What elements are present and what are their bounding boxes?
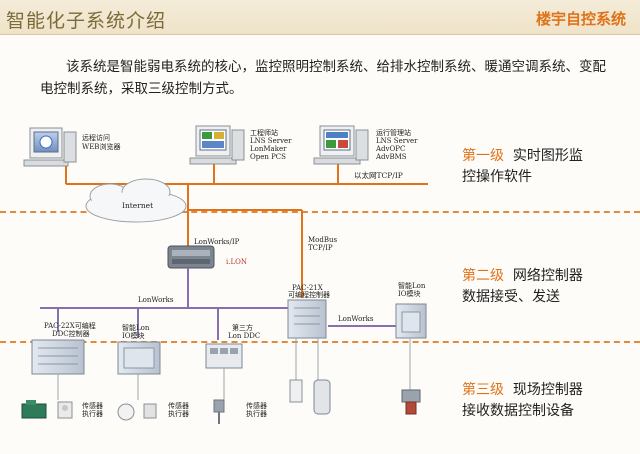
modbus-line1: ModBus xyxy=(308,236,338,244)
third-party-line1: 第三方 xyxy=(232,323,253,332)
sensor-group1-line1: 传感器 xyxy=(82,401,103,410)
level-3-label: 第三级 xyxy=(462,382,504,398)
intro-paragraph: 该系统是智能弱电系统的核心，监控照明控制系统、给排水控制系统、暖通空调系统、变配… xyxy=(40,56,610,100)
page-title: 智能化子系统介绍 xyxy=(6,10,167,32)
smart-io-right-icon xyxy=(395,303,427,339)
valve-actuator-icon xyxy=(213,399,225,424)
ws3-line1: 运行管理站 xyxy=(376,128,411,137)
workstation-remote-web xyxy=(23,127,77,167)
level-1-desc1: 实时图形监 xyxy=(512,148,583,164)
internet-cloud-icon xyxy=(85,178,187,223)
level-2-text: 第二级 网络控制器 数据接受、发送 xyxy=(462,266,583,308)
header-bar: 智能化子系统介绍 楼宇自控系统 xyxy=(0,0,640,35)
sensor-group3-line1: 传感器 xyxy=(246,401,267,410)
temperature-sensor-icon xyxy=(289,379,303,403)
pac21x-line1: PAC-21X xyxy=(292,284,323,292)
level-2-desc1: 网络控制器 xyxy=(512,268,583,284)
sensor-group2-line2: 执行器 xyxy=(168,409,189,418)
generator-icon xyxy=(21,400,47,419)
level-1-text: 第一级 实时图形监 控操作软件 xyxy=(462,146,583,188)
ws2-line3: LonMaker xyxy=(250,145,287,153)
pac22x-line1: PAC-22X可编程 xyxy=(44,321,96,330)
workstation-operator xyxy=(313,125,369,165)
pac21x-controller-icon xyxy=(287,299,327,339)
detector-icon xyxy=(117,403,157,421)
lonworks-bus2-label: LonWorks xyxy=(338,315,374,323)
sensor-group2-line1: 传感器 xyxy=(168,401,189,410)
ws3-line2: LNS Server xyxy=(376,137,418,145)
smart-io-right-line1: 智能Lon xyxy=(398,281,426,290)
third-party-line2: Lon DDC xyxy=(228,332,260,340)
level-2-desc2: 数据接受、发送 xyxy=(462,289,560,305)
ws3-line3: AdvOPC xyxy=(375,145,405,153)
ws2-line2: LNS Server xyxy=(250,137,292,145)
lonworks-bus-label: LonWorks xyxy=(138,296,174,304)
ethernet-label: 以太网TCP/IP xyxy=(354,170,403,180)
level-1-label: 第一级 xyxy=(462,148,504,164)
sensor-group3-line2: 执行器 xyxy=(246,409,267,418)
level-3-desc1: 现场控制器 xyxy=(512,382,583,398)
water-heater-icon xyxy=(313,379,331,415)
pac21x-line2: 可编程控制器 xyxy=(288,290,330,299)
internet-label: Internet xyxy=(122,201,153,210)
modbus-line2: TCP/IP xyxy=(308,244,333,252)
smart-io-left-line2: IO模块 xyxy=(122,331,145,340)
intro-text: 该系统是智能弱电系统的核心，监控照明控制系统、给排水控制系统、暖通空调系统、变配… xyxy=(40,59,606,97)
third-party-ddc-icon xyxy=(205,343,243,369)
system-diagram: 远程访问 WEB浏览器 工程师站 LNS Server LonMaker Ope… xyxy=(21,125,428,424)
network-links-level1 xyxy=(65,164,428,298)
workstation-engineer xyxy=(189,125,245,165)
level-divider-2 xyxy=(0,341,640,343)
pac22x-controller-icon xyxy=(31,339,85,375)
sensor-group1-line2: 执行器 xyxy=(82,409,103,418)
smart-io-left-icon xyxy=(117,341,161,375)
level-2-label: 第二级 xyxy=(462,268,504,284)
level-3-text: 第三级 现场控制器 接收数据控制设备 xyxy=(462,380,583,422)
lonworks-ip-label: LonWorks/IP xyxy=(194,238,240,246)
ws2-line1: 工程师站 xyxy=(250,128,278,137)
level-1-desc2: 控操作软件 xyxy=(462,169,532,185)
ws3-line4: AdvBMS xyxy=(375,153,407,161)
ws2-line4: Open PCS xyxy=(250,153,286,161)
field-links xyxy=(57,338,411,400)
section-label: 楼宇自控系统 xyxy=(535,10,626,28)
level-divider-1 xyxy=(0,211,640,213)
lonworks-bus-lines xyxy=(40,268,396,340)
pac22x-line2: DDC控制器 xyxy=(52,329,90,338)
ws1-line1: 远程访问 xyxy=(82,133,110,142)
ws1-line2: WEB浏览器 xyxy=(82,142,120,151)
actuator-valve-icon xyxy=(401,389,421,415)
ilon-device-icon xyxy=(167,245,215,269)
ilon-label: i.LON xyxy=(226,258,247,266)
level-3-desc2: 接收数据控制设备 xyxy=(462,403,574,419)
smart-io-left-line1: 智能Lon xyxy=(122,323,150,332)
sensor-icon xyxy=(57,401,73,419)
smart-io-right-line2: IO模块 xyxy=(398,289,421,298)
